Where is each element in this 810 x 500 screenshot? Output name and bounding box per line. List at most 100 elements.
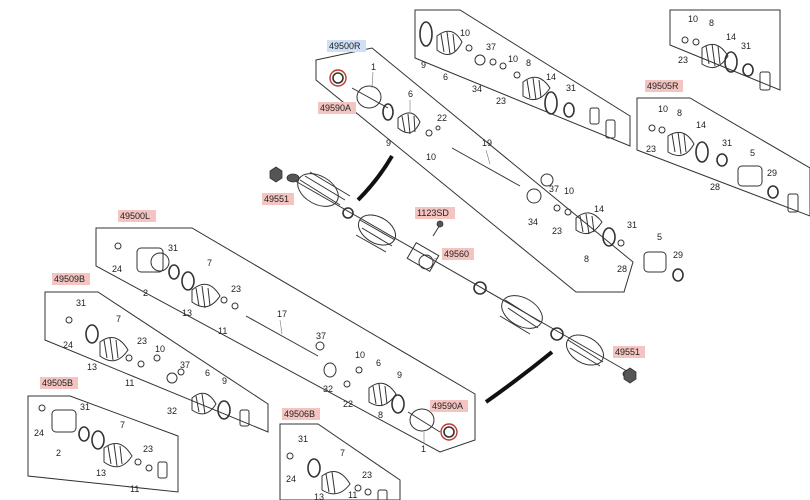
num-1: 1	[371, 62, 376, 72]
box-top-right	[669, 9, 781, 91]
num-37: 37	[180, 360, 190, 370]
num-1: 1	[421, 444, 426, 454]
num-9: 9	[397, 370, 402, 380]
num-31: 31	[722, 138, 732, 148]
num-28: 28	[617, 264, 627, 274]
num-8: 8	[677, 108, 682, 118]
num-7: 7	[207, 258, 212, 268]
num-8: 8	[709, 18, 714, 28]
ref-49590A-top: 49590A	[320, 103, 351, 113]
num-10: 10	[155, 344, 165, 354]
num-32: 32	[167, 406, 177, 416]
parts-49500R	[329, 69, 684, 282]
ref-bg-49551-left	[262, 193, 294, 205]
box-49509B	[44, 291, 269, 433]
num-37: 37	[486, 42, 496, 52]
ref-49505B: 49505B	[42, 378, 73, 388]
ref-bg-49551-right	[613, 346, 645, 358]
ref-bg-49590A-bottom	[430, 400, 468, 412]
num-6: 6	[408, 89, 413, 99]
num-37: 37	[316, 331, 326, 341]
num-7: 7	[116, 314, 121, 324]
num-7: 7	[340, 448, 345, 458]
parts-49509B	[65, 316, 250, 427]
num-29: 29	[673, 250, 683, 260]
num-13: 13	[96, 468, 106, 478]
num-37: 37	[549, 184, 559, 194]
box-49506B	[279, 423, 401, 500]
num-31: 31	[298, 434, 308, 444]
parts-49505R	[648, 124, 799, 213]
ref-49551-left: 49551	[264, 194, 289, 204]
num-8: 8	[584, 254, 589, 264]
num-32: 32	[323, 384, 333, 394]
box-49500L	[95, 227, 476, 453]
num-5: 5	[657, 232, 662, 242]
ref-49560: 49560	[444, 249, 469, 259]
num-2: 2	[56, 448, 61, 458]
num-23: 23	[137, 336, 147, 346]
ref-bg-49500R	[327, 40, 366, 52]
num-8: 8	[378, 410, 383, 420]
ref-49505R: 49505R	[647, 81, 679, 91]
parts-49505B	[38, 404, 168, 479]
num-13: 13	[87, 362, 97, 372]
num-2: 2	[143, 288, 148, 298]
num-5: 5	[750, 148, 755, 158]
num-6: 6	[443, 72, 448, 82]
ref-49506B: 49506B	[284, 409, 315, 419]
ref-1123SD: 1123SD	[417, 208, 449, 218]
num-23: 23	[496, 96, 506, 106]
num-28: 28	[710, 182, 720, 192]
ref-49590A-bottom: 49590A	[432, 401, 463, 411]
num-9: 9	[421, 60, 426, 70]
num-31: 31	[80, 402, 90, 412]
parts-top-assembly	[419, 21, 616, 139]
ref-bg-49590A-top	[318, 102, 356, 114]
num-31: 31	[627, 220, 637, 230]
connector-curve-top	[356, 154, 394, 202]
num-23: 23	[646, 144, 656, 154]
num-10: 10	[508, 54, 518, 64]
ref-bg-49505R	[645, 80, 683, 92]
num-31: 31	[76, 298, 86, 308]
num-17: 17	[277, 309, 287, 319]
nut-icon-left	[269, 166, 283, 183]
num-29: 29	[767, 168, 777, 178]
num-24: 24	[112, 264, 122, 274]
parts-49500L	[114, 242, 458, 441]
num-13: 13	[314, 492, 324, 500]
ref-49500L: 49500L	[120, 211, 150, 221]
nut-icon-right	[623, 367, 637, 384]
num-23: 23	[362, 470, 372, 480]
num-8: 8	[526, 58, 531, 68]
num-23: 23	[143, 444, 153, 454]
box-49505B	[27, 395, 179, 493]
num-10: 10	[460, 28, 470, 38]
num-11: 11	[348, 490, 357, 500]
ref-49551-right: 49551	[615, 347, 640, 357]
num-34: 34	[472, 84, 482, 94]
leader-line	[431, 257, 438, 261]
leader-line	[371, 71, 374, 89]
leader-line	[279, 319, 283, 335]
num-10: 10	[426, 152, 436, 162]
num-22: 22	[437, 113, 447, 123]
num-22: 22	[343, 399, 353, 409]
num-31: 31	[566, 83, 576, 93]
parts-top-right	[681, 36, 771, 91]
num-6: 6	[376, 358, 381, 368]
ref-bg-49560	[442, 248, 474, 260]
num-10: 10	[355, 350, 365, 360]
num-6: 6	[205, 368, 210, 378]
num-31: 31	[741, 41, 751, 51]
num-14: 14	[696, 120, 706, 130]
num-23: 23	[231, 284, 241, 294]
ref-bg-49506B	[282, 408, 320, 420]
num-11: 11	[218, 326, 227, 336]
num-19: 19	[482, 138, 492, 148]
num-24: 24	[63, 340, 73, 350]
num-10: 10	[564, 186, 574, 196]
